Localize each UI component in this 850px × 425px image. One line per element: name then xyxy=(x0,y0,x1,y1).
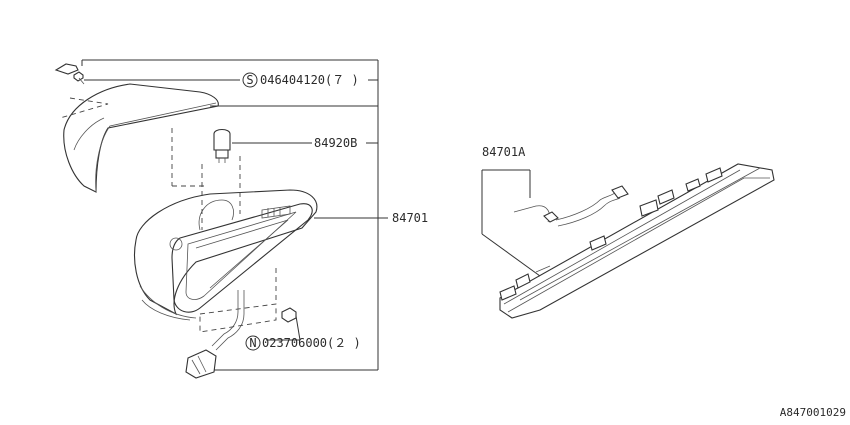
nut-marker: N xyxy=(249,336,256,350)
diagram-reference-code: A847001029 xyxy=(780,406,846,419)
lamp-assembly-alt-leaders xyxy=(481,169,541,277)
lamp-harness xyxy=(185,268,277,379)
lamp-assembly xyxy=(133,156,378,321)
nut-part-number: 023706000(２ ) xyxy=(262,336,361,350)
lamp-cover xyxy=(59,83,219,193)
screw-part xyxy=(54,63,240,85)
bulb-part-number: 84920B xyxy=(314,136,357,150)
nut-label: N 023706000(２ ) xyxy=(245,335,361,351)
lamp-assembly-part-number: 84701 xyxy=(392,211,428,225)
nut-marker-circle xyxy=(245,335,261,351)
screw-part-number: 046404120(７ ) xyxy=(260,73,359,87)
nut-part xyxy=(266,307,301,341)
lamp-assembly-alt xyxy=(499,163,775,319)
lamp-assembly-alt-harness xyxy=(513,185,629,227)
screw-label: S 046404120(７ ) xyxy=(242,72,378,88)
screw-marker-circle xyxy=(242,72,258,88)
screw-marker: S xyxy=(246,73,253,87)
leader-frame xyxy=(81,59,379,371)
bulb-part xyxy=(213,128,312,163)
lamp-assembly-alt-part-number: 84701A xyxy=(482,145,526,159)
